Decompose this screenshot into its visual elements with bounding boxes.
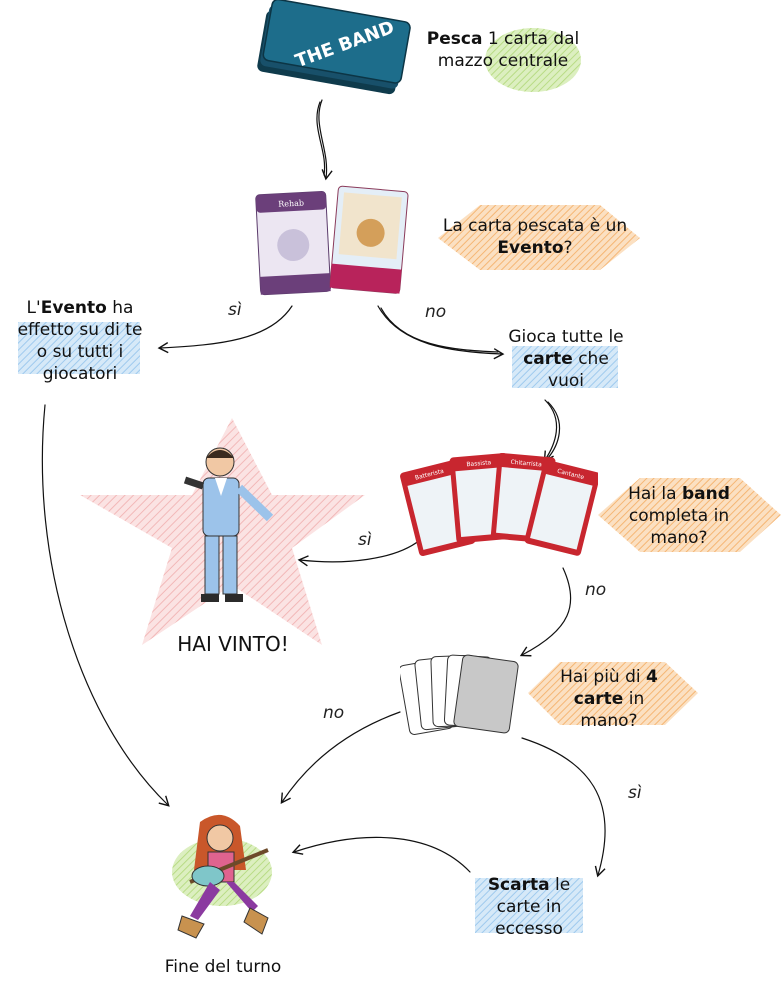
highlight-blue-play <box>512 346 618 388</box>
band-card-3-label: Chitarrista <box>510 459 542 469</box>
label-yes-event: sì <box>228 300 242 320</box>
label-yes-hand: sì <box>628 783 642 803</box>
label-no-hand: no <box>323 703 345 723</box>
arrow-play-to-band <box>543 399 558 463</box>
band-cards-illustration: Batterista Bassista Chitarrista Cantante <box>400 452 598 557</box>
arrow-discard-to-end <box>291 836 471 873</box>
step-draw: Pesca 1 carta dal mazzo centrale <box>426 29 580 71</box>
highlight-blue-discard <box>475 878 583 933</box>
question-event: La carta pescata è un Evento? <box>442 216 628 258</box>
label-yes-band: sì <box>358 530 372 550</box>
singer-illustration <box>183 447 274 602</box>
event-effect-text: L'Evento ha effetto su di te o su tutti … <box>17 298 143 384</box>
discard-text: Scarta le carte in eccesso <box>487 875 571 939</box>
highlight-green-draw <box>485 28 581 92</box>
arrow-band-no <box>519 567 572 657</box>
arrow-band-yes <box>297 539 421 567</box>
question-band: Hai la band completa in mano? <box>628 484 730 548</box>
arrow-event-to-end <box>41 404 170 807</box>
label-no-band: no <box>585 580 607 600</box>
play-cards-text: Gioca tutte le carte che vuoi <box>508 327 624 391</box>
event-cards-illustration: Rehab <box>255 185 409 296</box>
rocker-illustration <box>177 814 269 939</box>
question-hand: Hai più di 4 carte in mano? <box>560 667 658 731</box>
win-text: HAI VINTO! <box>177 632 289 656</box>
arrow-hand-yes <box>521 737 606 878</box>
band-card-2-label: Bassista <box>466 459 492 468</box>
deck-illustration: THE BAND <box>257 0 411 95</box>
event-card-left-title: Rehab <box>278 198 304 208</box>
arrow-hand-no <box>280 711 401 805</box>
highlight-orange-band <box>598 478 781 552</box>
arrow-event-no <box>377 305 505 360</box>
arrow-deck-to-cards <box>318 99 333 181</box>
end-of-turn-text: Fine del turno <box>164 957 282 977</box>
highlight-orange-event <box>438 205 640 270</box>
hand-cards-illustration <box>400 654 519 735</box>
label-no-event: no <box>425 302 447 322</box>
arrow-event-yes <box>157 305 293 354</box>
highlight-orange-hand <box>528 662 698 725</box>
highlight-blue-event-yes <box>18 322 140 374</box>
